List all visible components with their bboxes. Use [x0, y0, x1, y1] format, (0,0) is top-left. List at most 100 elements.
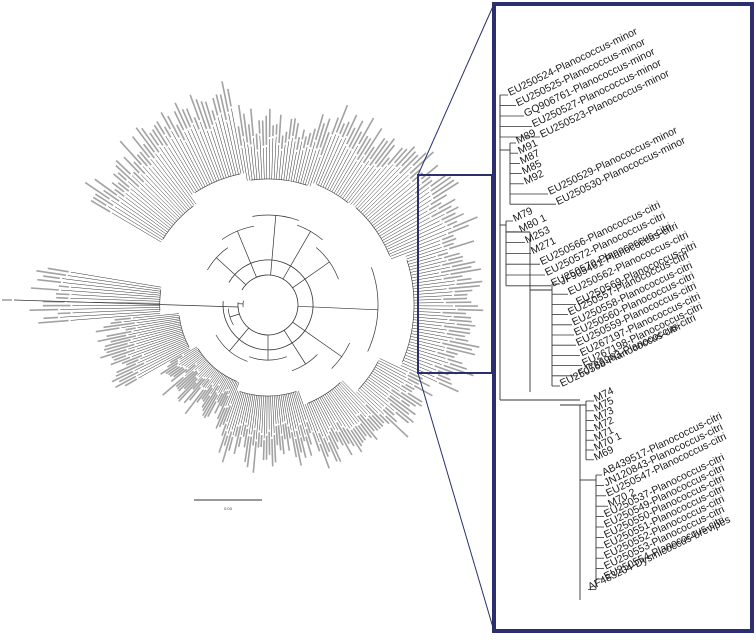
tip-label: [308, 133, 311, 145]
tip-label: [125, 379, 137, 386]
tip-branch: [185, 132, 210, 184]
tip-label: [457, 279, 472, 281]
tip-label: [251, 109, 253, 136]
tip-label: [115, 318, 131, 320]
tip-branch: [310, 157, 320, 186]
tip-label: [206, 102, 213, 125]
tip-label: [276, 124, 277, 135]
tip-branch: [184, 347, 197, 355]
tip-branch: [197, 363, 209, 375]
branch: [284, 330, 306, 364]
tip-label: [282, 136, 283, 149]
tip-branch: [68, 276, 161, 290]
tip-label: [337, 422, 350, 443]
tip-label: [261, 435, 262, 447]
tip-label: [104, 323, 135, 327]
tip-label: [380, 414, 389, 423]
tip-branch: [272, 396, 274, 433]
tip-label: [175, 111, 184, 130]
subclade-arc: [198, 349, 237, 382]
tip-branch: [221, 115, 236, 175]
tip-branch: [244, 138, 250, 180]
tip-branch: [403, 360, 436, 374]
tip-label: [439, 199, 456, 208]
tip-label: [142, 128, 159, 152]
tip-branch: [156, 160, 193, 207]
tip-label: [190, 95, 199, 120]
tip-label: [96, 328, 120, 332]
tip-branch: [118, 196, 167, 232]
tip-label: [253, 441, 256, 472]
tip-branch: [274, 396, 276, 424]
tip-branch: [272, 138, 273, 179]
tip-branch: [413, 281, 455, 287]
tip-label: [133, 137, 150, 158]
tip-label: [58, 313, 71, 314]
subclade-arc: [317, 185, 348, 203]
tip-branch: [342, 381, 364, 404]
tip-label: [454, 317, 471, 318]
tip-label: [302, 130, 304, 140]
tip-label: [38, 321, 68, 323]
tip-branch: [213, 127, 228, 177]
tip-branch: [414, 292, 453, 295]
tip-label: [442, 235, 454, 239]
tip-branch: [378, 363, 407, 378]
tip-branch: [188, 130, 212, 183]
tip-label: [306, 437, 312, 456]
tip-label: [449, 241, 474, 249]
tip-branch: [414, 314, 452, 316]
tip-label: [85, 183, 109, 199]
tip-label: [448, 225, 469, 233]
tip-label: [107, 332, 132, 337]
subclade-arc: [240, 392, 296, 396]
tip-label: [236, 427, 238, 437]
tip-label: [365, 128, 382, 154]
tip-branch: [60, 307, 160, 309]
tip-branch: [153, 167, 189, 210]
tip-label: [444, 326, 470, 329]
tip-label: [292, 432, 297, 457]
branch: [271, 215, 276, 275]
tip-branch: [198, 361, 207, 370]
tip-label: [285, 132, 286, 143]
tip-branch: [263, 148, 264, 179]
tip-label: [288, 427, 290, 439]
tip-branch: [260, 136, 262, 180]
tip-branch: [133, 314, 179, 319]
tip-branch: [204, 367, 213, 377]
tip-label: [386, 408, 395, 416]
tip-label: [126, 328, 136, 330]
tip-label: [137, 155, 147, 166]
tip-label: [449, 286, 480, 289]
tip-label: [59, 286, 69, 287]
branch: [293, 322, 342, 356]
tip-label: [238, 126, 241, 145]
tip-branch: [297, 391, 307, 420]
tip-branch: [411, 336, 441, 343]
tip-branch: [279, 151, 282, 180]
tip-branch: [262, 396, 264, 433]
tip-branch: [199, 365, 211, 378]
tip-label: [150, 133, 159, 146]
tip-label: [448, 257, 463, 261]
tip-label: [444, 243, 454, 246]
tip-branch: [376, 365, 412, 385]
tip-label: [276, 426, 277, 445]
tip-label: [30, 310, 59, 311]
tip-branch: [303, 142, 315, 184]
tip-branch: [229, 114, 241, 174]
tip-branch: [404, 358, 436, 370]
tip-label: [444, 276, 463, 279]
branch: [216, 258, 246, 285]
tip-branch: [224, 378, 231, 391]
scale-bar: 0.03: [194, 500, 262, 511]
subclade-arc: [402, 260, 414, 362]
tip-branch: [180, 139, 205, 187]
tip-branch: [281, 395, 285, 421]
tip-branch: [364, 175, 408, 216]
tip-branch: [359, 167, 400, 210]
tip-label: [431, 175, 446, 186]
tip-branch: [293, 392, 305, 434]
tip-label: [443, 298, 467, 299]
